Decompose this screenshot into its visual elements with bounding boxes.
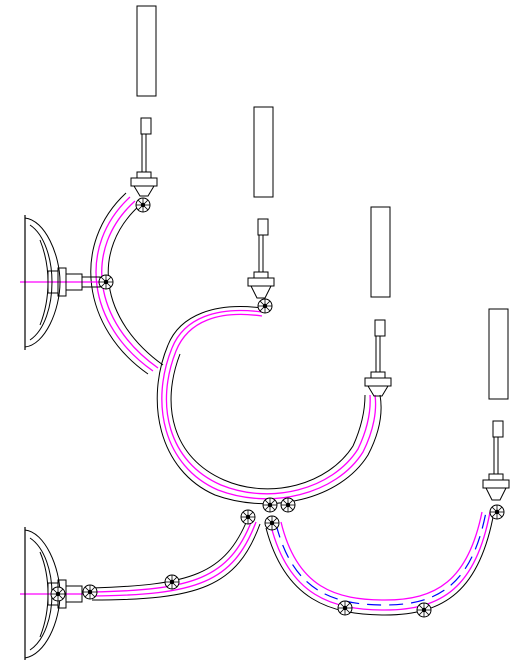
connector-rosette: [262, 497, 278, 513]
pipe-network: [20, 192, 495, 616]
connector-rosette: [257, 298, 273, 314]
connector-rosette: [280, 497, 296, 513]
column-4: [488, 308, 509, 474]
column-3: [370, 206, 391, 372]
pipe-s-curve: [167, 306, 263, 352]
connector-rosettes: [50, 197, 505, 618]
connector-rosette: [135, 197, 151, 213]
valve-fitting-3: [364, 371, 392, 397]
column-1: [136, 5, 157, 172]
tank-upper: [24, 215, 101, 350]
connector-rosette: [98, 274, 114, 290]
connector-rosette: [82, 584, 98, 600]
connector-rosette: [416, 602, 432, 618]
pipe-junction-to-tank2: [91, 517, 261, 601]
valve-fitting-4: [482, 473, 510, 501]
connector-rosette: [164, 574, 180, 590]
valve-fitting-2: [247, 271, 275, 299]
valve-fitting-1: [130, 171, 158, 197]
pipe-large-loop: [156, 344, 382, 505]
column-2: [253, 106, 274, 272]
connector-rosette: [264, 515, 280, 531]
connector-rosette: [489, 504, 505, 520]
connector-rosette: [240, 509, 256, 525]
pipe-lower-u: [265, 511, 495, 616]
connector-rosette: [337, 600, 353, 616]
connector-rosette: [50, 586, 66, 602]
